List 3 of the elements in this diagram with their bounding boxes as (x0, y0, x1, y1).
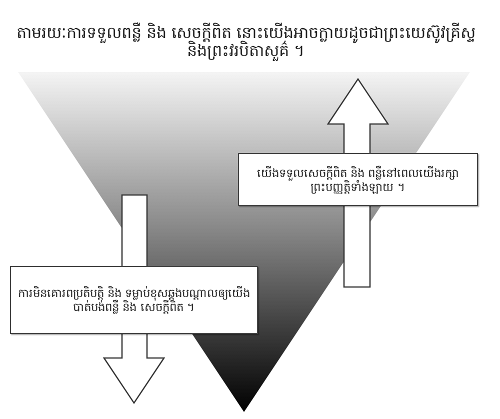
text-box: ការមិនគោរពប្រតិបត្តិ និង ទម្លាប់ខុសឆ្គងបណ្ដាលឲ្យយើងបាត់បង់ពន្លឺ និង សេចក្ដីពិត ។ (10, 266, 258, 334)
title: តាមរយៈការទទួលពន្លឺ និង សេចក្ដីពិត នោះយើងអាចក្លាយដូចជាព្រះយេស៊ូវគ្រីស្ទនិងព្រះវរបិតាសួគ៌ ។ (15, 24, 477, 60)
text-box: យើងទទួលសេចក្ដីពិត និង ពន្លឺនៅពេលយើងរក្សាព្រះបញ្ញត្តិទាំងឡាយ ។ (238, 153, 478, 206)
